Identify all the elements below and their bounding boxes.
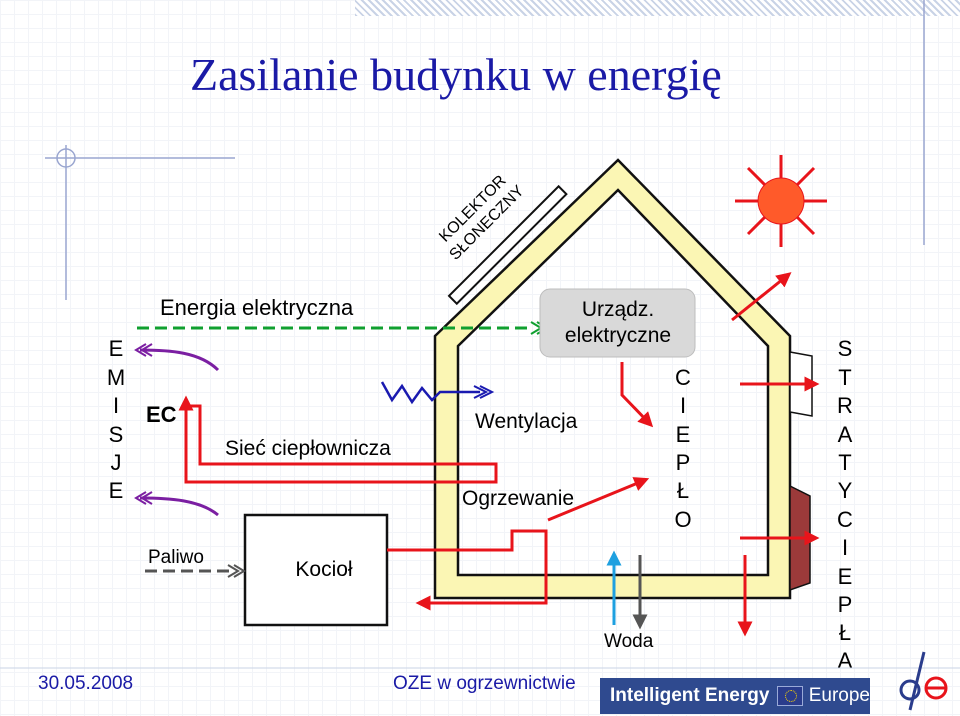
- eu-flag-icon: [777, 686, 803, 706]
- emissions-vertical-label: E M I S J E: [107, 336, 125, 503]
- heating-heat-arrow: [547, 477, 650, 522]
- svg-text:A: A: [838, 422, 853, 447]
- svg-text:I: I: [680, 393, 686, 418]
- svg-text:E: E: [676, 422, 691, 447]
- bape-logo-icon: [899, 651, 948, 711]
- heat-loss-arrow-roof: [731, 272, 792, 322]
- svg-text:Ł: Ł: [677, 478, 689, 503]
- electric-devices-box: [539, 288, 696, 358]
- emission-arrowhead-bottom-icon: [134, 491, 153, 505]
- svg-text:P: P: [838, 592, 853, 617]
- svg-text:E: E: [109, 478, 124, 503]
- footer-center-text: OZE w ogrzewnictwie: [393, 673, 576, 694]
- svg-text:I: I: [842, 535, 848, 560]
- ec-label: EC: [146, 402, 177, 427]
- emission-arrow-bottom: [139, 496, 219, 517]
- electric-energy-label: Energia elektryczna: [160, 295, 354, 320]
- svg-text:O: O: [674, 507, 691, 532]
- footer-date: 30.05.2008: [38, 673, 134, 694]
- heat-vertical-label: C I E P Ł O: [674, 365, 691, 532]
- svg-text:J: J: [111, 450, 122, 475]
- boiler-label: Kocioł: [295, 558, 353, 581]
- ventilation-wave: [380, 381, 480, 405]
- header-hatch-band: [355, 0, 960, 16]
- fuel-arrowhead-icon: [227, 564, 246, 578]
- svg-text:A: A: [838, 648, 853, 673]
- electric-devices-label-line2: elektryczne: [565, 324, 671, 347]
- banner-europe-text: Europe: [808, 685, 870, 706]
- district-heating-label: Sieć ciepłownicza: [225, 437, 391, 460]
- page-title: Zasilanie budynku w energię: [190, 49, 722, 100]
- electric-heat-arrow: [620, 362, 654, 428]
- heating-circuit: [387, 529, 548, 611]
- svg-text:E: E: [838, 564, 853, 589]
- svg-text:S: S: [838, 336, 853, 361]
- svg-text:E: E: [109, 336, 124, 361]
- heat-gen-vertical-label: C I E P Ł A: [837, 507, 853, 673]
- svg-text:P: P: [676, 450, 691, 475]
- losses-vertical-label: S T R A T Y: [837, 336, 853, 503]
- house-outline: [433, 158, 792, 600]
- decor-cross: [45, 145, 235, 300]
- heating-label: Ogrzewanie: [462, 487, 574, 510]
- svg-text:C: C: [675, 365, 691, 390]
- ventilation-label: Wentylacja: [475, 410, 578, 433]
- svg-text:C: C: [837, 507, 853, 532]
- solar-collector: [447, 184, 568, 306]
- emission-arrow-top: [139, 348, 220, 372]
- fuel-label: Paliwo: [148, 547, 204, 568]
- water-label: Woda: [604, 631, 654, 652]
- svg-text:Ł: Ł: [839, 620, 851, 645]
- collector-label: KOLEKTOR SŁONECZNY: [436, 172, 528, 263]
- banner-text: Intelligent Energy: [610, 685, 770, 706]
- svg-text:M: M: [107, 365, 125, 390]
- svg-text:R: R: [837, 393, 853, 418]
- svg-text:Y: Y: [838, 478, 853, 503]
- svg-text:I: I: [113, 393, 119, 418]
- intelligent-energy-banner: Intelligent Energy Europe: [600, 678, 870, 714]
- svg-text:T: T: [838, 365, 851, 390]
- ventilation-arrowhead-icon: [473, 385, 495, 399]
- emission-arrowhead-top-icon: [134, 343, 153, 357]
- sun-icon: [735, 155, 827, 247]
- svg-text:S: S: [109, 422, 124, 447]
- svg-text:T: T: [838, 450, 851, 475]
- boiler-box: [243, 513, 389, 627]
- electric-devices-label-line1: Urządz.: [582, 298, 654, 321]
